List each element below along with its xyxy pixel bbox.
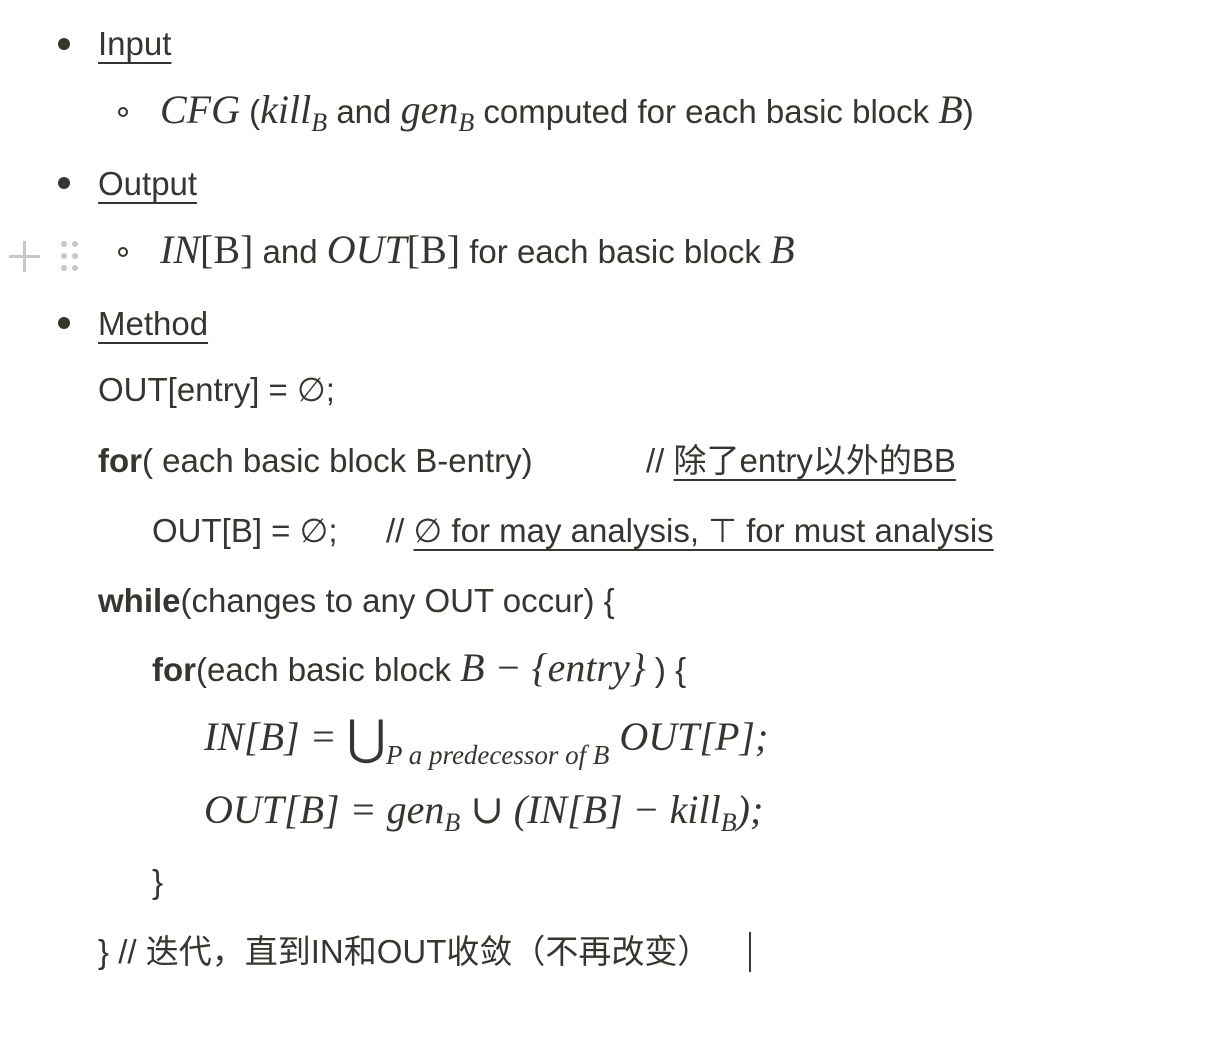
method-heading: Method	[98, 305, 209, 342]
out-end-math: );	[736, 787, 764, 832]
computed-text: computed for each basic block	[474, 93, 939, 130]
bullet-icon	[58, 177, 70, 189]
add-block-icon[interactable]	[8, 240, 40, 272]
output-heading: Output	[98, 165, 198, 202]
for-loop-end-text: ) {	[645, 651, 687, 688]
kill-subscript: B	[311, 108, 328, 137]
and-text: and	[253, 233, 327, 270]
for-loop-text: (each basic block	[196, 651, 461, 688]
block-minus-entry-math: B − {entry}	[460, 645, 646, 690]
comment-exclude-entry: // 除了entry以外的BB	[646, 439, 956, 483]
in-arg-math: [B]	[200, 227, 254, 272]
algorithm-line-for-init: for( each basic block B-entry)	[98, 439, 533, 483]
out-arg-math: [B]	[406, 227, 461, 272]
and-text: and	[327, 93, 401, 130]
bullet-icon	[58, 317, 70, 329]
for-keyword: for	[98, 442, 142, 479]
comment-text: 除了entry以外的BB	[673, 442, 956, 479]
equation-out: OUT[B] = genB ∪ (IN[B] − killB);	[204, 788, 763, 845]
output-rest-text: for each basic block	[460, 233, 771, 270]
paren-text: (	[240, 93, 261, 130]
sub-bullet-icon	[118, 107, 128, 117]
text-cursor[interactable]	[749, 932, 751, 972]
algorithm-close-inner-brace: }	[152, 863, 164, 900]
union-subscript: P a predecessor of B	[385, 740, 610, 770]
comment-text: ∅ for may analysis, ⊤ for must analysis	[413, 512, 994, 549]
comment-may-must: // ∅ for may analysis, ⊤ for must analys…	[386, 509, 994, 553]
sub-bullet-icon	[118, 247, 128, 257]
out-math: OUT	[326, 227, 407, 272]
gen-subscript: B	[458, 108, 475, 137]
cfg-math: CFG	[160, 87, 240, 132]
while-keyword: while	[98, 582, 181, 619]
bullet-icon	[58, 38, 70, 50]
gen-math: gen	[400, 87, 459, 132]
algorithm-close-outer-brace: } // 迭代，直到IN和OUT收敛（不再改变）	[98, 933, 711, 970]
comment-prefix: //	[386, 512, 414, 549]
for-keyword: for	[152, 651, 196, 688]
algorithm-line-while: while(changes to any OUT occur) {	[98, 579, 615, 623]
in-lhs-math: IN[B] =	[204, 714, 347, 759]
while-condition-text: (changes to any OUT occur) {	[180, 582, 615, 619]
algorithm-line-init-out: OUT[B] = ∅;	[152, 512, 338, 549]
input-heading-row: Input	[98, 22, 171, 66]
algorithm-line-for-loop: for(each basic block B − {entry} ) {	[152, 646, 686, 692]
in-math: IN	[160, 227, 200, 272]
paren-text: )	[962, 93, 974, 130]
input-description: CFG (killB and genB computed for each ba…	[160, 88, 974, 145]
out-lhs-math: OUT[B] = gen	[204, 787, 445, 832]
output-description: IN[B] and OUT[B] for each basic block B	[160, 228, 795, 274]
drag-handle-icon[interactable]	[59, 239, 81, 273]
algorithm-line-init-entry: OUT[entry] = ∅;	[98, 371, 335, 408]
gen-subscript: B	[444, 808, 461, 837]
block-math: B	[770, 227, 795, 272]
output-heading-row: Output	[98, 162, 197, 206]
input-heading: Input	[98, 25, 172, 62]
equation-in: IN[B] = ⋃P a predecessor of B OUT[P];	[204, 714, 769, 777]
in-rhs-math: OUT[P];	[609, 714, 769, 759]
kill-math: kill	[260, 87, 312, 132]
big-union-symbol: ⋃	[346, 710, 386, 766]
kill-subscript: B	[720, 808, 737, 837]
method-heading-row: Method	[98, 302, 208, 346]
block-math: B	[938, 87, 963, 132]
comment-prefix: //	[646, 442, 674, 479]
out-mid-math: ∪ (IN[B] − kill	[460, 787, 721, 832]
for-init-text: ( each basic block B-entry)	[142, 442, 533, 479]
